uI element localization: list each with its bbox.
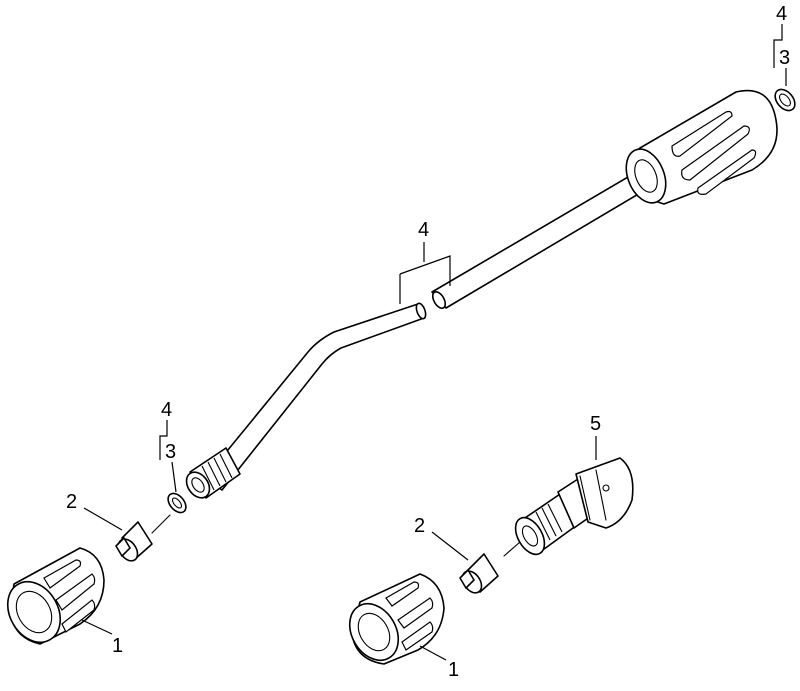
adapter-coupling bbox=[514, 457, 634, 556]
leader-oring-left bbox=[171, 461, 177, 493]
lance-pipe-upper-end bbox=[431, 291, 447, 309]
label-oring-top-outer: 4 bbox=[776, 3, 787, 25]
bracket-pipe bbox=[399, 242, 451, 304]
bracket-oring-top bbox=[773, 24, 783, 68]
lance-pipe-upper bbox=[431, 169, 653, 309]
union-nut-right bbox=[348, 573, 445, 665]
label-nozzle-right: 2 bbox=[414, 515, 425, 537]
adapter-axis bbox=[503, 541, 521, 557]
lance-thread-fitting bbox=[185, 447, 241, 499]
o-ring-left bbox=[167, 492, 187, 514]
leader-nut-right bbox=[419, 645, 447, 661]
lance-pipe-lower bbox=[204, 303, 425, 491]
o-ring-top bbox=[774, 88, 796, 112]
label-nut-left: 1 bbox=[112, 635, 123, 657]
label-oring-left-outer: 4 bbox=[161, 399, 172, 421]
nozzle-insert-right bbox=[459, 553, 499, 594]
label-adapter: 5 bbox=[590, 413, 601, 435]
lance-handle-grip bbox=[625, 89, 778, 205]
label-oring-top-inner: 3 bbox=[779, 47, 790, 69]
lance-pipe-lower-end bbox=[415, 302, 427, 320]
o-ring-top-inner bbox=[779, 93, 791, 107]
label-pipe: 4 bbox=[418, 219, 429, 241]
label-oring-left-inner: 3 bbox=[165, 441, 176, 463]
nozzle-left-axis bbox=[151, 514, 171, 534]
spray-lance bbox=[185, 89, 778, 499]
label-nut-right: 1 bbox=[448, 659, 459, 681]
nozzle-insert-left bbox=[115, 521, 153, 562]
o-ring-left-inner bbox=[171, 497, 183, 509]
leader-nozzle-right bbox=[431, 531, 469, 561]
bracket-oring-left bbox=[159, 420, 168, 460]
union-nut-left bbox=[6, 547, 105, 645]
label-nozzle-left: 2 bbox=[66, 491, 77, 513]
leader-nut-left bbox=[81, 619, 113, 635]
leader-nozzle-left bbox=[83, 507, 123, 531]
